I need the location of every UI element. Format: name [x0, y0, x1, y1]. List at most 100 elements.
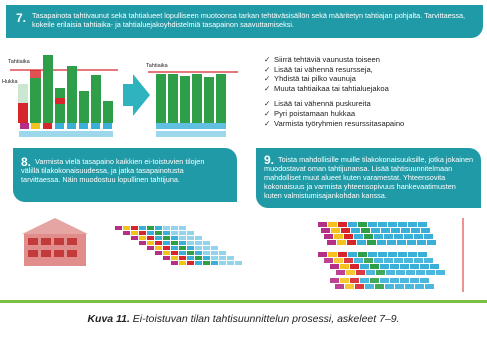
schedule-block	[235, 261, 242, 265]
schedule-block	[418, 222, 427, 227]
schedule-block	[397, 240, 406, 245]
schedule-block	[366, 270, 375, 275]
checklist-group-1: ✓Siirrä tehtäviä vaunusta toiseen ✓Lisää…	[264, 55, 404, 93]
bar-left-4-mark	[55, 98, 65, 104]
chip-6	[79, 123, 88, 129]
schedule-block	[384, 234, 393, 239]
schedule-block	[430, 264, 439, 269]
schedule-block	[374, 258, 383, 263]
schedule-block	[390, 278, 399, 283]
schedule-block	[338, 252, 347, 257]
schedule-block	[360, 278, 369, 283]
schedule-block	[350, 264, 359, 269]
checklist-item: ✓Varmista työryhmien resurssitasapaino	[264, 118, 405, 128]
schedule-block	[348, 222, 357, 227]
schedule-block	[340, 278, 349, 283]
schedule-block	[338, 222, 347, 227]
schedule-block	[147, 226, 154, 230]
chip-4	[55, 123, 64, 129]
schedule-block	[426, 270, 435, 275]
chip-3	[43, 123, 52, 129]
schedule-block	[416, 270, 425, 275]
check-icon: ✓	[264, 108, 271, 118]
hukka-left-1	[18, 84, 28, 103]
schedule-block	[147, 246, 154, 250]
schedule-block	[179, 251, 186, 255]
schedule-block	[388, 252, 397, 257]
schedule-block	[139, 231, 146, 235]
schedule-block	[195, 251, 202, 255]
schedule-block	[394, 234, 403, 239]
chip-2	[31, 123, 40, 129]
schedule-block	[378, 222, 387, 227]
schedule-block	[131, 231, 138, 235]
schedule-block	[331, 228, 340, 233]
checklist-item: ✓Yhdistä tai pilko vaunuja	[264, 74, 356, 84]
schedule-block	[171, 256, 178, 260]
schedule-block	[155, 226, 162, 230]
schedule-block	[378, 252, 387, 257]
schedule-block	[427, 240, 436, 245]
building-icon	[22, 218, 88, 266]
schedule-block	[400, 278, 409, 283]
schedule-block	[351, 228, 360, 233]
schedule-block	[386, 270, 395, 275]
schedule-block	[324, 234, 333, 239]
schedule-block	[171, 251, 178, 255]
tahtiaika-label-right: Tahtiaika	[146, 63, 168, 69]
schedule-block	[163, 246, 170, 250]
schedule-block	[336, 270, 345, 275]
schedule-block	[187, 246, 194, 250]
schedule-block	[391, 228, 400, 233]
schedule-block	[195, 241, 202, 245]
schedule-block	[424, 234, 433, 239]
step7-panel: 7. Tasapainota tahtivaunut sekä tahtialu…	[6, 5, 483, 38]
step7-text: Tasapainota tahtivaunut sekä tahtialueet…	[32, 11, 466, 29]
schedule-block	[371, 228, 380, 233]
schedule-block	[179, 246, 186, 250]
bar-left-1	[18, 103, 28, 123]
schedule-block	[147, 236, 154, 240]
schedule-block	[364, 234, 373, 239]
schedule-block	[328, 222, 337, 227]
schedule-block	[367, 240, 376, 245]
schedule-block	[345, 284, 354, 289]
multi-tahtijuna-staircase	[318, 222, 445, 289]
schedule-block	[203, 256, 210, 260]
step9-text: Toista mahdollisille muille tilakokonais…	[264, 155, 474, 200]
schedule-block	[327, 240, 336, 245]
schedule-block	[355, 284, 364, 289]
schedule-block	[171, 241, 178, 245]
schedule-block	[187, 241, 194, 245]
tahtijuna-staircase	[115, 226, 242, 265]
schedule-block	[328, 252, 337, 257]
bar-left-4	[55, 88, 65, 123]
schedule-block	[203, 261, 210, 265]
schedule-block	[398, 252, 407, 257]
schedule-block	[346, 270, 355, 275]
schedule-block	[187, 261, 194, 265]
schedule-block	[347, 240, 356, 245]
schedule-block	[330, 278, 339, 283]
schedule-block	[318, 252, 327, 257]
schedule-block	[155, 236, 162, 240]
schedule-block	[364, 258, 373, 263]
schedule-block	[163, 226, 170, 230]
schedule-block	[179, 226, 186, 230]
bar-left-8	[103, 101, 113, 123]
schedule-block	[414, 234, 423, 239]
schedule-block	[203, 241, 210, 245]
schedule-block	[418, 252, 427, 257]
schedule-block	[415, 284, 424, 289]
checklist-item: ✓Lisää tai vähennä resursseja,	[264, 64, 373, 74]
tahtiaika-label-left: Tahtiaika	[8, 59, 30, 65]
schedule-block	[387, 240, 396, 245]
schedule-block	[227, 256, 234, 260]
step8-text: Varmista vielä tasapaino kaikkien ei-toi…	[21, 157, 205, 184]
hukka-label: Hukka	[2, 79, 18, 85]
schedule-block	[404, 234, 413, 239]
schedule-block	[381, 228, 390, 233]
schedule-block	[385, 284, 394, 289]
balanced-wagon-chart	[148, 71, 238, 137]
schedule-block	[195, 256, 202, 260]
